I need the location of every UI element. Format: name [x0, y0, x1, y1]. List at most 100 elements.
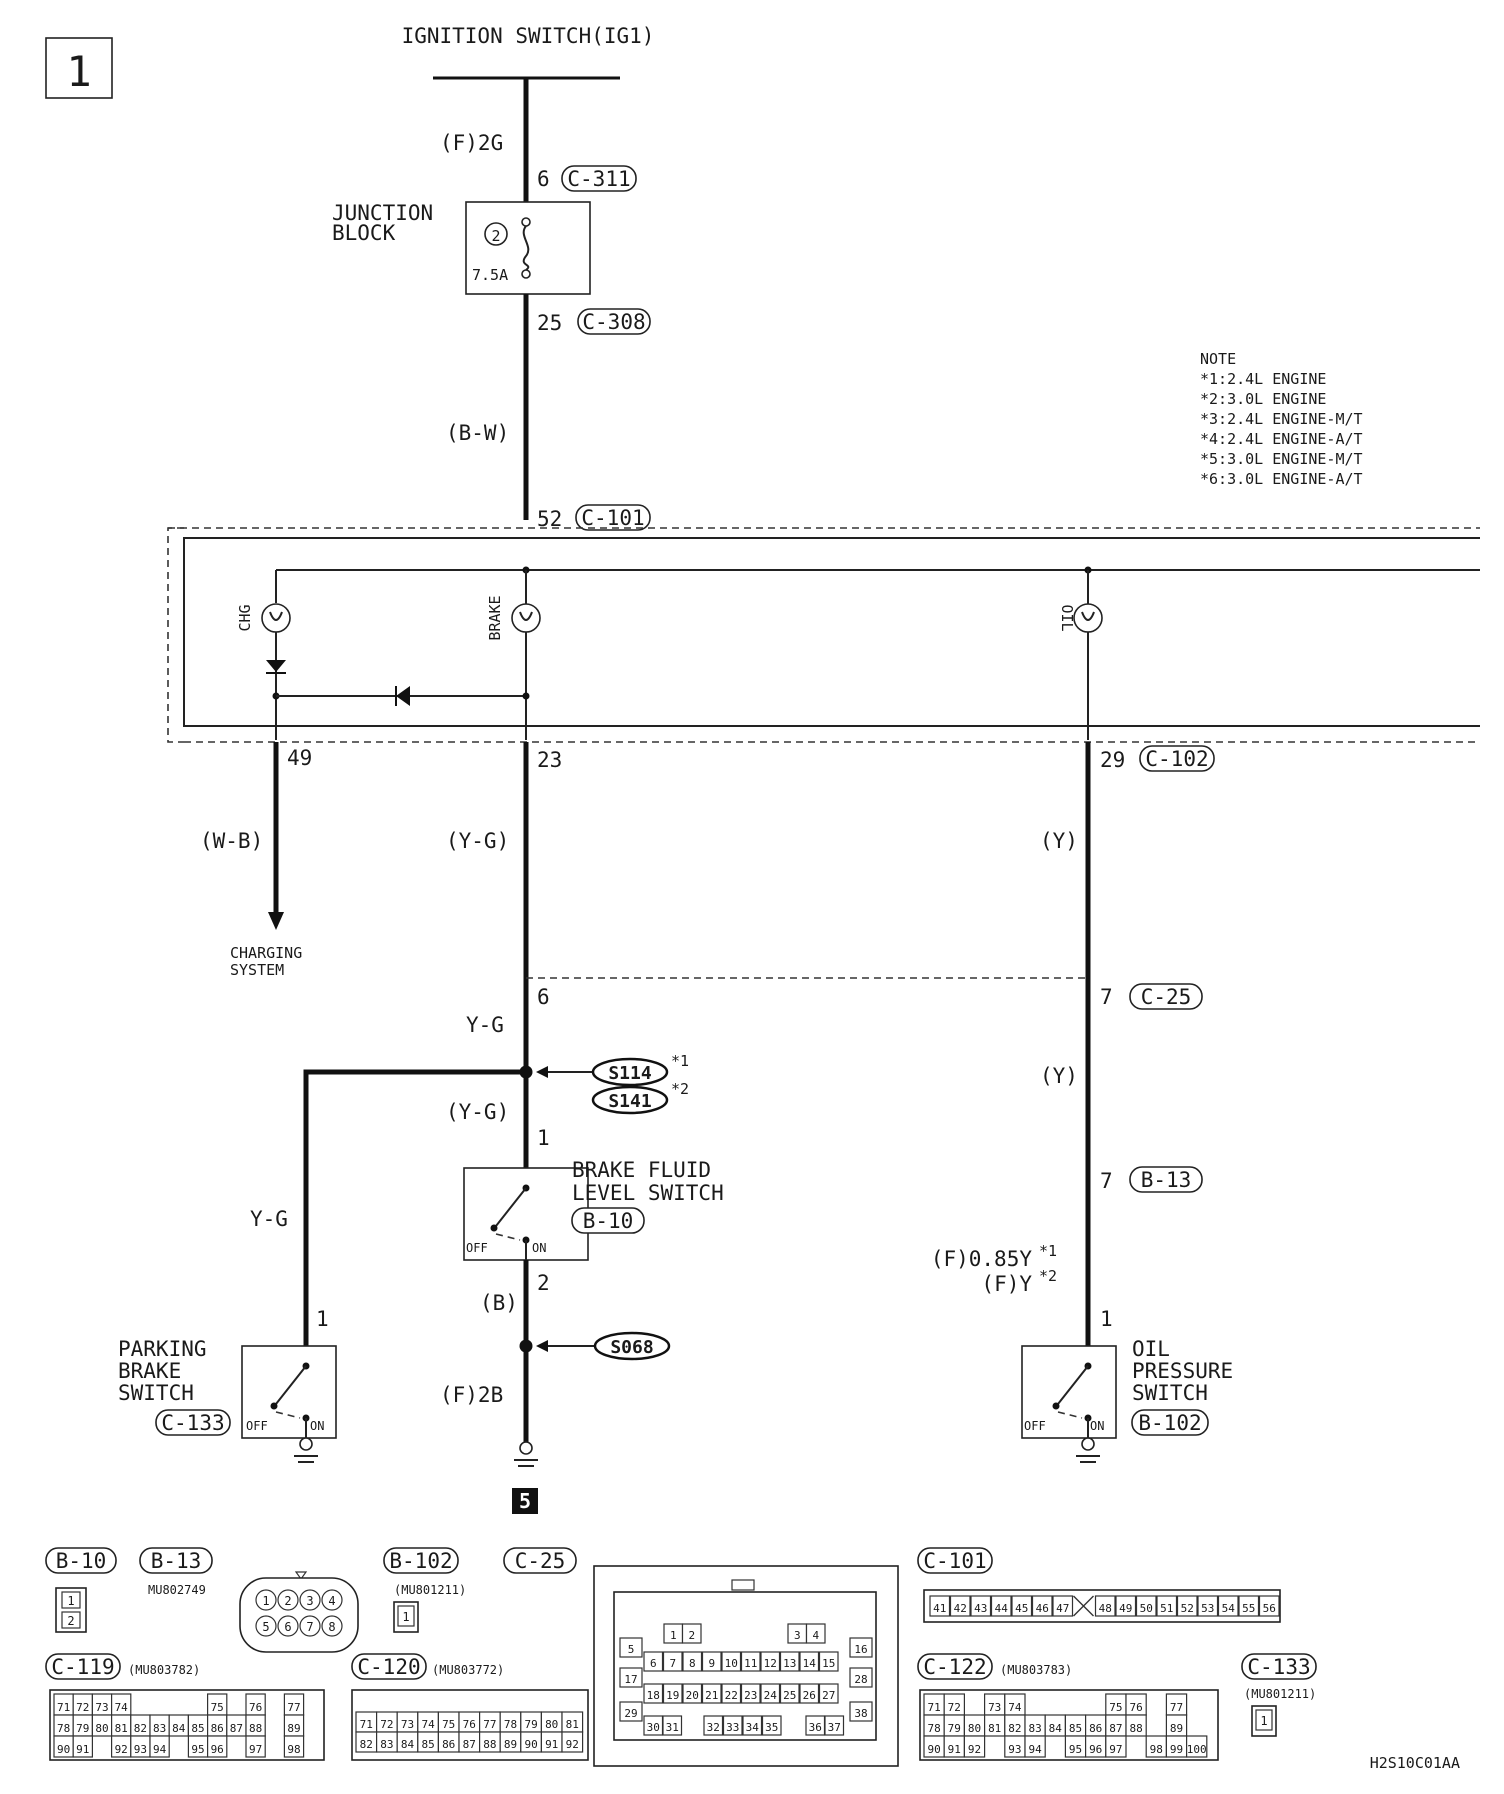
connector-c25: C-25: [1129, 983, 1203, 1010]
connector-pin-label: 77: [483, 1718, 496, 1731]
connector-pin-label: 5: [628, 1643, 635, 1656]
connector-pin-label: 72: [380, 1718, 393, 1731]
connector-pin-label: 80: [545, 1718, 558, 1731]
connector-pin-label: 45: [1015, 1602, 1028, 1615]
switch-on-label-2: ON: [310, 1419, 324, 1433]
oil-pressure-label-2: PRESSURE: [1132, 1359, 1233, 1383]
connector-pin: [619, 1637, 643, 1658]
connector-pin-label: 89: [287, 1722, 300, 1735]
lamp-chg-label: CHG: [236, 604, 254, 631]
connector-pin-label: 90: [927, 1743, 940, 1756]
connector-pin: [681, 1623, 702, 1644]
connector-pin-label: 83: [380, 1738, 393, 1751]
connector-pin-label: 74: [421, 1718, 435, 1731]
connector-pin-label: 83: [153, 1722, 166, 1735]
connector-pin-label: 86: [442, 1738, 455, 1751]
connector-pin-label: 78: [927, 1722, 940, 1735]
connector-pin: [1238, 1595, 1260, 1617]
connector-pin: [779, 1683, 800, 1704]
connector-pin: [761, 1715, 782, 1736]
connector-c119-part: (MU803782): [128, 1663, 200, 1677]
connector-pin: [1024, 1735, 1046, 1758]
wire-color-2b: (F)2B: [440, 1383, 503, 1407]
connector-pin-label: 43: [974, 1602, 987, 1615]
connector-pin: [662, 1683, 683, 1704]
splice-s141: S141 *2: [591, 1080, 689, 1115]
wire-color-yg-plain: Y-G: [466, 1013, 504, 1037]
connector-pin-label: 92: [968, 1743, 981, 1756]
wire-color-y-2: (Y): [1040, 1064, 1078, 1088]
connector-pin-label: 88: [249, 1722, 262, 1735]
oil-pressure-label-3: SWITCH: [1132, 1381, 1208, 1405]
connector-pin-label: 4: [812, 1629, 819, 1642]
combination-meter: [167, 527, 1480, 743]
wire-color-085y: (F)0.85Y: [931, 1247, 1033, 1271]
parking-brake-label-2: BRAKE: [118, 1359, 181, 1383]
connector-pin: [619, 1667, 643, 1688]
connector-pin-label: 13: [783, 1657, 796, 1670]
connector-pin-label: 81: [115, 1722, 128, 1735]
connector-pin: [1185, 1735, 1208, 1758]
oil-lamp: OIL: [1058, 570, 1103, 740]
connector-pin-label: 96: [1089, 1743, 1102, 1756]
connector-pin-label: 73: [401, 1718, 414, 1731]
connector-pin: [970, 1595, 992, 1617]
splice-s141-note: *2: [671, 1080, 689, 1098]
connector-pin-label: 74: [1008, 1701, 1022, 1714]
connector-pin-label: 72: [948, 1701, 961, 1714]
connector-pin: [1176, 1595, 1198, 1617]
connector-pin-label: 50: [1140, 1602, 1153, 1615]
connector-pin-label: 30: [647, 1721, 660, 1734]
switch-off-label-2: OFF: [246, 1419, 268, 1433]
connector-pin-label: 73: [95, 1701, 108, 1714]
junction-block: 2 7.5A: [465, 201, 591, 295]
connector-pin-label: 38: [854, 1707, 867, 1720]
connector-pin-label: 85: [421, 1738, 434, 1751]
connector-pin: [1217, 1595, 1239, 1617]
connector-pin: [805, 1623, 826, 1644]
splice-s068-node: [519, 1339, 533, 1353]
connector-pin-label: 41: [933, 1602, 946, 1615]
connector-pin-label: 99: [1170, 1743, 1183, 1756]
svg-text:S141: S141: [608, 1091, 651, 1112]
note-line-3: *3:2.4L ENGINE-M/T: [1200, 410, 1363, 428]
connector-pin: [740, 1651, 761, 1672]
connector-pin-label: 80: [95, 1722, 108, 1735]
connector-pin-label: 20: [686, 1689, 699, 1702]
connector-pin-label: 49: [1119, 1602, 1132, 1615]
connector-pin-label: 77: [287, 1701, 300, 1714]
connector-pin-label: 85: [1069, 1722, 1082, 1735]
pin-6-c311: 6: [537, 167, 550, 191]
connector-pin-label: 77: [1170, 1701, 1183, 1714]
connector-pin-label: 11: [744, 1657, 757, 1670]
svg-text:C-102: C-102: [1145, 747, 1208, 771]
splice-s114-note: *1: [671, 1052, 689, 1070]
connector-b102: B-102: [1131, 1409, 1209, 1436]
connector-pin-label: 32: [707, 1721, 720, 1734]
svg-text:B-13: B-13: [151, 1549, 202, 1573]
connector-pin: [849, 1701, 873, 1722]
connector-pin-label: 2: [688, 1629, 695, 1642]
connector-pin-label: 81: [988, 1722, 1001, 1735]
connector-pin-label: 1: [670, 1629, 677, 1642]
connector-pin-label: 24: [764, 1689, 778, 1702]
connector-pin: [662, 1651, 683, 1672]
connector-pin: [1156, 1595, 1178, 1617]
svg-text:2: 2: [67, 1614, 74, 1628]
connector-pin: [818, 1683, 839, 1704]
connector-pin-label: 79: [76, 1722, 89, 1735]
connector-pin: [740, 1683, 761, 1704]
connector-c120-part: (MU803772): [432, 1663, 504, 1677]
svg-text:5: 5: [519, 1489, 531, 1513]
connector-pin-label: 47: [1056, 1602, 1069, 1615]
connector-pin-label: 22: [725, 1689, 738, 1702]
connector-pin-label: 73: [988, 1701, 1001, 1714]
brake-fluid-level-switch: OFF ON: [463, 1167, 589, 1261]
connector-pin: [561, 1731, 584, 1753]
svg-text:C-119: C-119: [51, 1655, 114, 1679]
connector-pin: [760, 1651, 781, 1672]
connector-b10: B-10: [571, 1207, 645, 1234]
connector-pin-label: 71: [57, 1701, 70, 1714]
